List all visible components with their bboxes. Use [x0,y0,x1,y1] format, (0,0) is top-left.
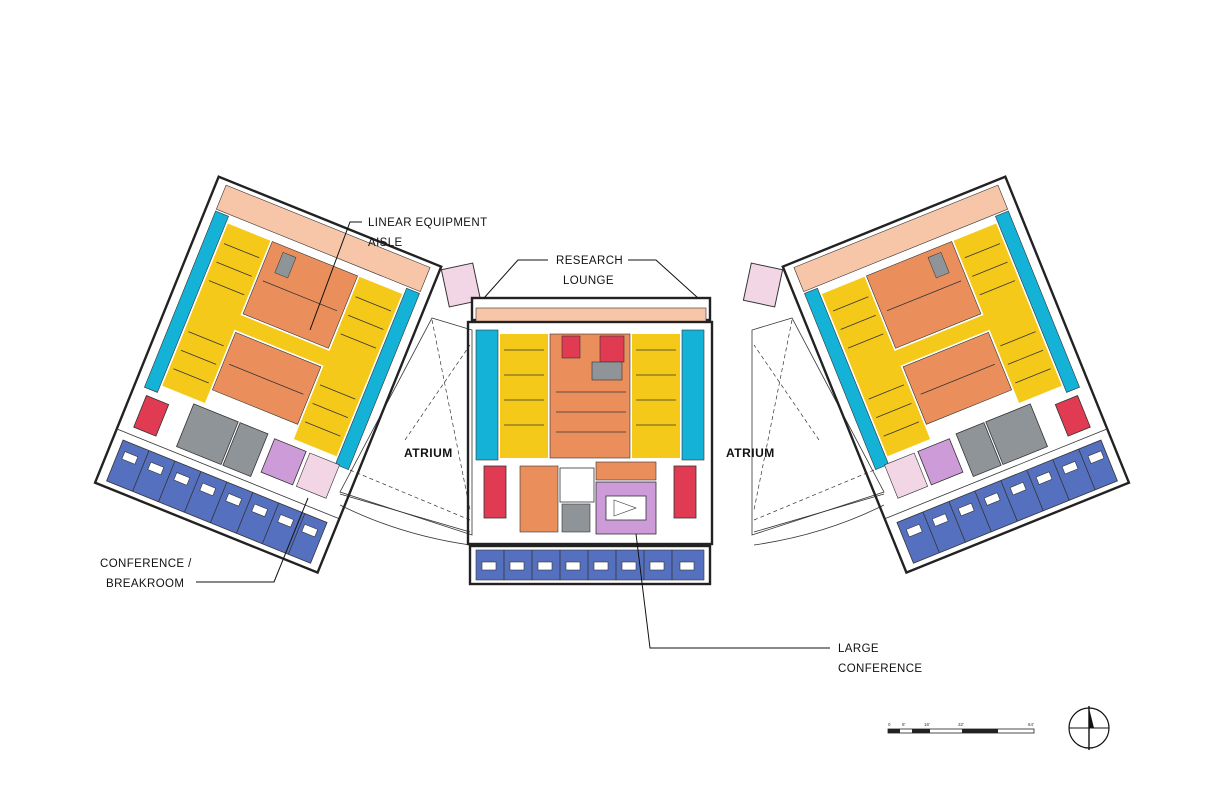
scale-tick-3: 32' [958,722,964,727]
scale-tick-2: 16' [924,722,930,727]
left-wing [93,175,443,575]
label-linear-equipment-aisle-line2: AISLE [368,237,403,249]
atrium-connectors [339,262,885,546]
label-large-conference: LARGE CONFERENCE [635,533,923,675]
label-linear-equipment-aisle: LINEAR EQUIPMENT AISLE [309,217,488,331]
label-conference-breakroom-line2: BREAKROOM [106,578,184,590]
right-wing [781,175,1131,575]
label-research-lounge-line1: RESEARCH [556,255,623,267]
label-conference-breakroom-line1: CONFERENCE / [100,558,192,570]
north-arrow-icon [1068,706,1110,750]
label-linear-equipment-aisle-line1: LINEAR EQUIPMENT [368,217,488,229]
scale-tick-4: 64' [1028,722,1034,727]
label-large-conference-line1: LARGE [838,643,879,655]
label-atrium-left: ATRIUM [404,446,453,460]
label-atrium-right: ATRIUM [726,446,775,460]
label-large-conference-line2: CONFERENCE [838,663,923,675]
center-block [466,296,714,586]
scale-tick-0: 0 [888,722,891,727]
scale-bar: 0 8' 16' 32' 64' [887,722,1035,734]
label-research-lounge-line2: LOUNGE [563,275,614,287]
scale-tick-1: 8' [902,722,906,727]
label-conference-breakroom: CONFERENCE / BREAKROOM [100,497,309,590]
label-research-lounge: RESEARCH LOUNGE [483,255,699,299]
